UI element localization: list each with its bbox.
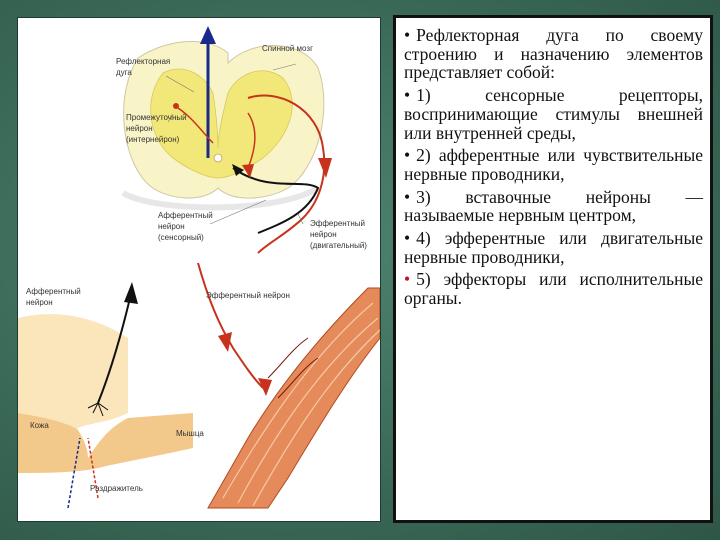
list-item-text: 3) вставочные нейроны — называемые нервн… xyxy=(404,186,703,226)
efferent-neuron-path xyxy=(242,94,332,254)
label-efferent-motor-3: (двигательный) xyxy=(310,241,367,250)
list-item-text: Рефлекторная дуга по своему строению и н… xyxy=(404,25,703,83)
label-afferent-1: Афферентный xyxy=(26,287,81,296)
label-spinal-cord: Спинной мозг xyxy=(262,44,313,53)
label-afferent-sensory-3: (сенсорный) xyxy=(158,233,204,242)
list-item-text: 2) афферентные или чувствительные нервны… xyxy=(404,145,703,184)
bullet-icon: • xyxy=(404,85,411,106)
reflex-arc-components-list: •Рефлекторная дуга по своему строению и … xyxy=(396,18,710,308)
list-item: •3) вставочные нейроны — называемые нерв… xyxy=(404,186,703,226)
muscle-tissue xyxy=(207,287,380,509)
figure-labels: Рефлекторная дуга Спинной мозг Промежуто… xyxy=(26,44,367,493)
afferent-neuron-path xyxy=(232,164,320,234)
label-afferent-sensory-2: нейрон xyxy=(158,222,185,231)
list-item-text: 4) эфферентные или двигательные нервные … xyxy=(404,228,703,267)
label-afferent-2: нейрон xyxy=(26,298,53,307)
bullet-icon: • xyxy=(404,269,411,290)
bullet-icon: • xyxy=(404,25,411,45)
label-reflex-arc-1: Рефлекторная xyxy=(116,57,170,66)
text-panel: •Рефлекторная дуга по своему строению и … xyxy=(393,15,713,523)
list-item: •4) эфферентные или двигательные нервные… xyxy=(404,229,703,266)
leader-lines xyxy=(165,63,304,225)
label-interneuron-1: Промежуточный xyxy=(126,113,187,122)
label-afferent-sensory-1: Афферентный xyxy=(158,211,213,220)
list-item: •5) эффекторы или исполнительные органы. xyxy=(404,270,703,307)
efferent-to-muscle-path xyxy=(197,262,272,396)
interneuron-path xyxy=(173,103,214,144)
list-item: •Рефлекторная дуга по своему строению и … xyxy=(404,26,703,82)
list-item-text: 1) сенсорные рецепторы, воспринимающие с… xyxy=(404,85,703,143)
label-reflex-arc-2: дуга xyxy=(116,68,132,77)
skin-afferent-path xyxy=(87,282,138,417)
reflex-arc-figure-panel: Рефлекторная дуга Спинной мозг Промежуто… xyxy=(17,17,381,522)
label-interneuron-3: (интернейрон) xyxy=(126,135,180,144)
label-stimulus: Раздражитель xyxy=(90,484,143,493)
label-interneuron-2: нейрон xyxy=(126,124,153,133)
spinal-cord-section xyxy=(121,41,325,211)
label-efferent-motor-2: нейрон xyxy=(310,230,337,239)
skin-tissue xyxy=(18,314,193,473)
label-muscle: Мышца xyxy=(176,429,204,438)
label-skin: Кожа xyxy=(30,421,49,430)
list-item: •2) афферентные или чувствительные нервн… xyxy=(404,146,703,183)
bullet-icon: • xyxy=(404,228,411,249)
bullet-icon: • xyxy=(404,186,411,207)
stimulus-arrows xyxy=(67,437,99,509)
label-efferent-motor-1: Эфферентный xyxy=(310,219,365,228)
bullet-icon: • xyxy=(404,145,411,166)
reflex-arc-illustration: Рефлекторная дуга Спинной мозг Промежуто… xyxy=(18,26,380,509)
label-efferent: Эфферентный нейрон xyxy=(206,291,290,300)
list-item: •1) сенсорные рецепторы, воспринимающие … xyxy=(404,86,703,142)
list-item-text: 5) эффекторы или исполнительные органы. xyxy=(404,269,703,309)
